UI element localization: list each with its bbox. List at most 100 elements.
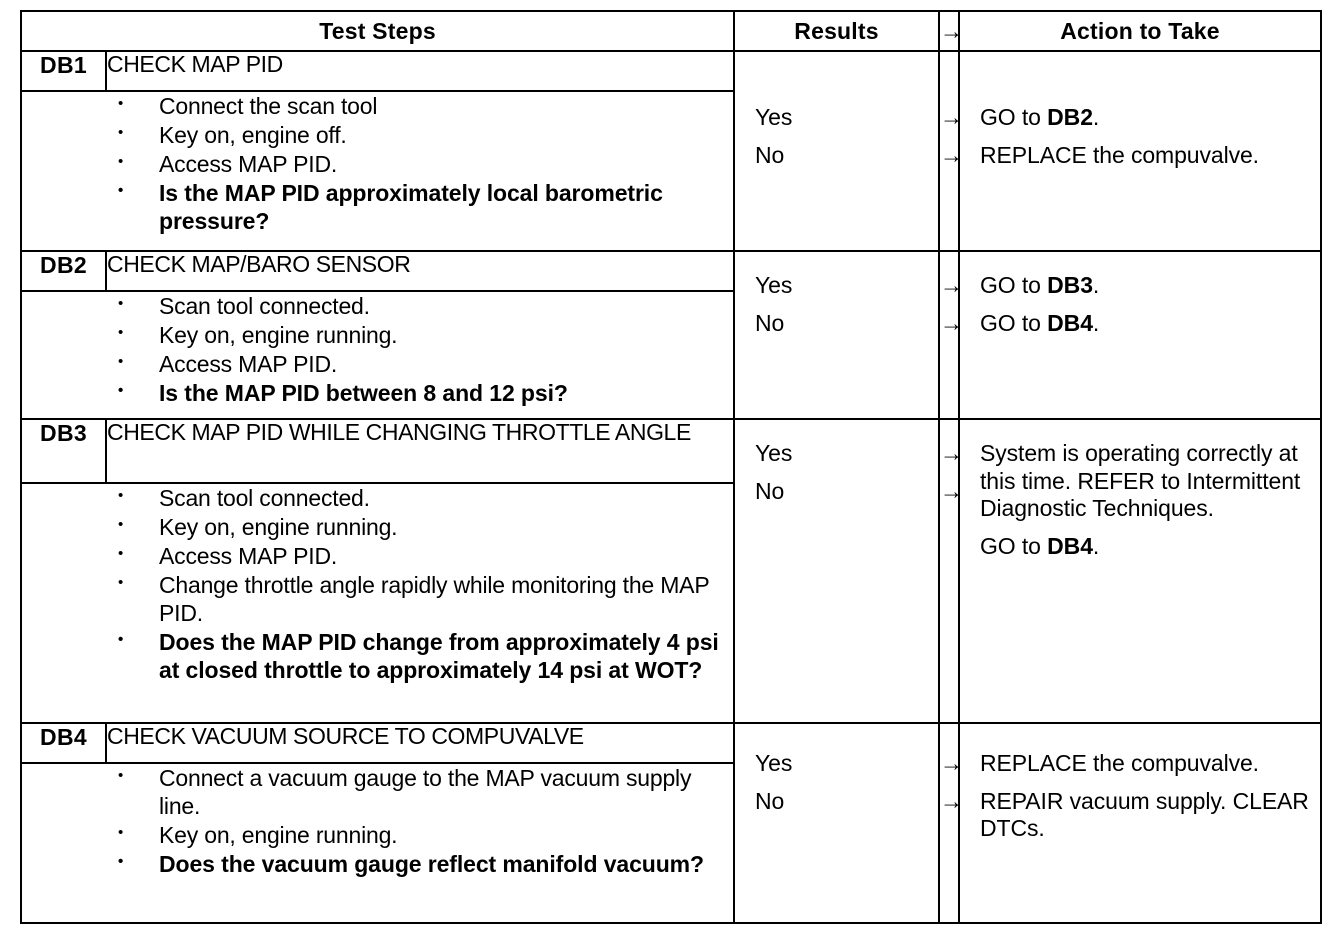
step-item: Key on, engine off. [22,119,733,149]
action-text-prefix: GO to [980,309,1048,336]
action-cell: GO to DB2. REPLACE the compuvalve. [958,50,1323,252]
action-text: GO to DB3. [960,272,1320,300]
action-cell: REPLACE the compuvalve. REPAIR vacuum sup… [958,722,1323,924]
result-label: No [755,309,785,336]
step-item: Key on, engine running. [22,819,733,849]
step-list: Connect a vacuum gauge to the MAP vacuum… [22,762,733,878]
action-cell: GO to DB3.GO to DB4. [958,250,1323,420]
step-question: Is the MAP PID approximately local barom… [22,177,733,235]
header-results: Results [733,10,941,52]
step-item: Access MAP PID. [22,348,733,378]
step-question: Does the vacuum gauge reflect manifold v… [22,848,733,878]
action-text: GO to DB4. [960,533,1320,561]
section-steps-row: Scan tool connected.Key on, engine runni… [19,290,1321,420]
step-item: Key on, engine running. [22,319,733,349]
section-steps-row: Connect a vacuum gauge to the MAP vacuum… [19,762,1321,924]
step-list: Scan tool connected.Key on, engine runni… [22,482,733,684]
action-text-prefix: REPLACE the compuvalve. [980,750,1259,776]
step-question: Does the MAP PID change from approximate… [22,626,733,684]
outcome-arrow-icon: → [940,309,963,336]
section-id-db1: DB1 [20,50,107,92]
action-text-prefix: System is operating correctly at this ti… [980,440,1301,522]
result-label: Yes [755,104,793,130]
step-item: Scan tool connected. [22,290,733,320]
header-test-steps: Test Steps [19,10,736,52]
action-text: System is operating correctly at this ti… [960,440,1320,523]
action-text-suffix: . [1092,272,1100,298]
step-item: Key on, engine running. [22,511,733,541]
outcome-arrow-icon: → [940,141,963,168]
section-steps-row: Scan tool connected.Key on, engine runni… [19,482,1321,724]
results-arrow-cell: →→ [938,50,963,252]
header-results-arrow-icon: → [938,10,963,52]
action-text-suffix: . [1092,309,1100,336]
action-target-reference: DB3 [1047,272,1093,298]
action-target-reference: DB4 [1047,309,1093,336]
result-label: Yes [755,750,793,776]
section-title: CHECK MAP PID WHILE CHANGING THROTTLE AN… [104,418,736,484]
action-text: GO to DB2. [960,104,1320,132]
table-header: Test Steps Results → Action to Take [19,10,1323,52]
section-title: CHECK VACUUM SOURCE TO COMPUVALVE [104,722,736,764]
step-item: Connect the scan tool [22,90,733,120]
outcome-arrow-icon: → [940,272,963,298]
step-question: Is the MAP PID between 8 and 12 psi? [22,377,733,407]
outcome-arrow-icon: → [940,440,963,466]
outcome-arrow-icon: → [940,477,963,504]
action-text: REPLACE the compuvalve. [960,750,1320,778]
action-text: REPLACE the compuvalve. [960,142,1320,170]
action-target-reference: DB2 [1047,104,1093,130]
action-text-prefix: GO to [980,104,1048,130]
section-id-db4: DB4 [20,722,107,764]
action-text-suffix: . [1092,532,1100,559]
results-arrow-cell: →→ [938,722,963,924]
header-row: Test Steps Results → Action to Take [19,10,1323,52]
result-label: No [755,477,785,504]
step-list: Scan tool connected.Key on, engine runni… [22,290,733,407]
step-list: Connect the scan toolKey on, engine off.… [22,90,733,235]
step-item: Access MAP PID. [22,540,733,570]
action-text-prefix: GO to [980,272,1048,298]
step-item: Connect a vacuum gauge to the MAP vacuum… [22,762,733,820]
step-list-cell: Scan tool connected.Key on, engine runni… [19,290,736,420]
step-item: Access MAP PID. [22,148,733,178]
section-id-db2: DB2 [20,250,107,292]
step-item: Scan tool connected. [22,482,733,512]
outcome-arrow-icon: → [940,104,963,130]
step-list-cell: Connect the scan toolKey on, engine off.… [19,90,736,252]
results-arrow-cell: →→ [938,418,963,724]
section-id-db3: DB3 [20,418,107,484]
action-text-prefix: REPLACE the compuvalve. [980,141,1259,168]
section-steps-row: Connect the scan toolKey on, engine off.… [19,90,1321,252]
outcome-arrow-icon: → [940,750,963,776]
step-list-cell: Scan tool connected.Key on, engine runni… [19,482,736,724]
action-target-reference: DB4 [1047,532,1093,559]
section-title: CHECK MAP/BARO SENSOR [104,250,736,292]
action-cell: System is operating correctly at this ti… [958,418,1323,724]
section-title: CHECK MAP PID [104,50,736,92]
step-list-cell: Connect a vacuum gauge to the MAP vacuum… [19,762,736,924]
result-label: Yes [755,440,793,466]
action-text-prefix: GO to [980,532,1048,559]
step-item: Change throttle angle rapidly while moni… [22,569,733,627]
action-text-suffix: . [1092,104,1100,130]
action-text: GO to DB4. [960,310,1320,338]
results-arrow-cell: →→ [938,250,963,420]
result-label: Yes [755,272,793,298]
result-label: No [755,141,785,168]
action-text-prefix: REPAIR vacuum supply. CLEAR DTCs. [980,787,1309,842]
action-text: REPAIR vacuum supply. CLEAR DTCs. [960,788,1320,843]
header-action-to-take: Action to Take [958,10,1323,52]
result-label: No [755,787,785,814]
